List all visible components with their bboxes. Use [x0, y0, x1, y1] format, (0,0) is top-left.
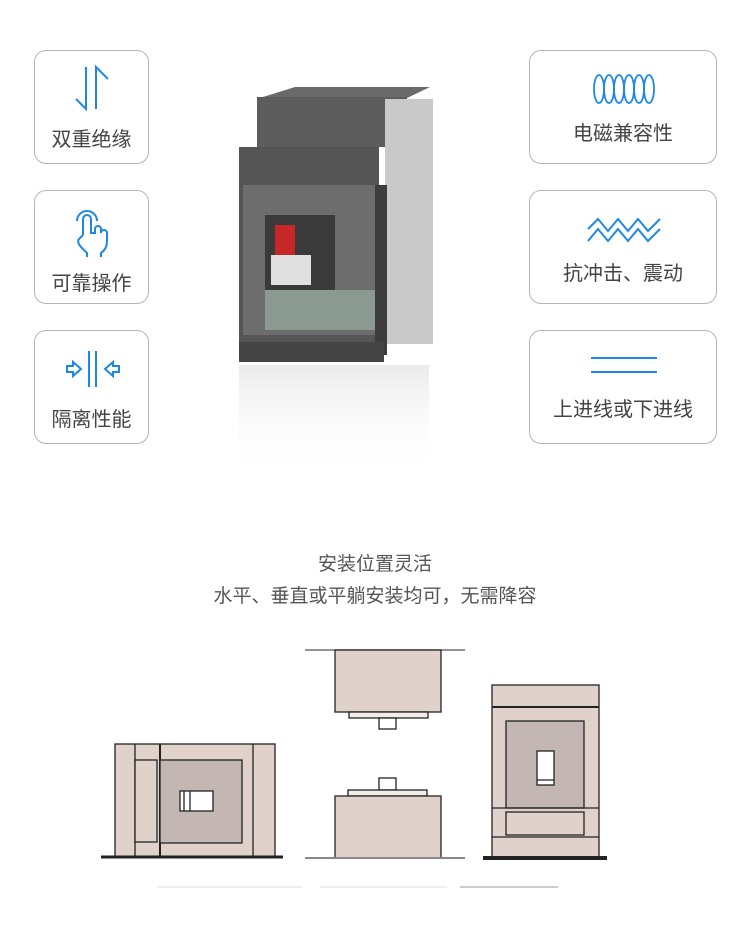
feature-label: 抗冲击、震动 — [563, 261, 683, 285]
feature-card-isolation: 隔离性能 — [34, 330, 149, 444]
isolation-icon — [66, 351, 120, 387]
flat-install-diagram — [305, 777, 465, 859]
feature-card-top-bottom-feed: 上进线或下进线 — [529, 330, 717, 444]
feature-label: 电磁兼容性 — [573, 121, 673, 145]
feature-label: 上进线或下进线 — [553, 397, 693, 421]
parallel-lines-icon — [591, 357, 657, 373]
feature-card-shock-vibration: 抗冲击、震动 — [529, 190, 717, 304]
horizontal-install-diagram — [101, 743, 283, 859]
zigzag-icon — [587, 217, 661, 243]
double-insulation-icon — [75, 65, 109, 111]
upside-down-install-diagram — [305, 649, 465, 730]
feature-card-emc: 电磁兼容性 — [529, 50, 717, 164]
feature-label: 双重绝缘 — [51, 127, 132, 151]
coil-icon — [593, 74, 655, 104]
feature-card-reliable-operation: 可靠操作 — [34, 190, 149, 304]
install-subtitle: 水平、垂直或平躺安装均可，无需降容 — [213, 585, 537, 607]
feature-card-double-insulation: 双重绝缘 — [34, 50, 149, 164]
install-title: 安装位置灵活 — [317, 553, 432, 575]
feature-label: 可靠操作 — [51, 271, 132, 295]
vertical-install-diagram — [483, 684, 607, 860]
circuit-breaker-image — [239, 87, 433, 475]
finger-press-icon — [76, 210, 108, 257]
feature-label: 隔离性能 — [51, 407, 132, 431]
